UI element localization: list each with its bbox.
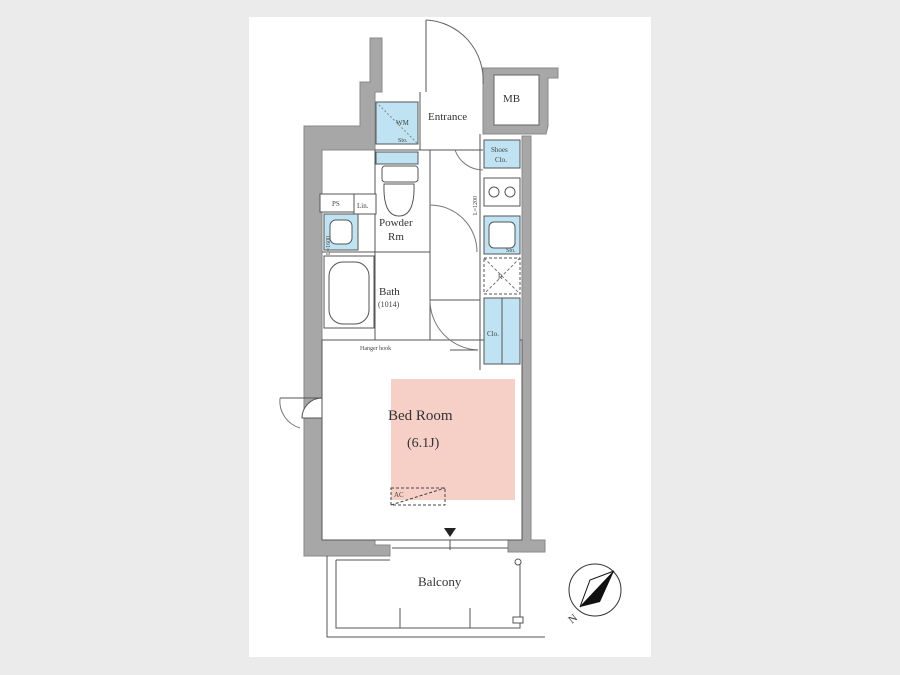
- label-sto-2: Sto.: [506, 248, 516, 254]
- label-bath-size: (1014): [378, 300, 400, 309]
- label-powder-2: Rm: [388, 231, 404, 243]
- label-shoes-2: Clo.: [495, 156, 507, 164]
- label-shoes-1: Shoes: [491, 146, 508, 154]
- label-ceiling-note: L=1200: [473, 196, 479, 215]
- bedroom-area: [391, 379, 515, 500]
- label-ac: AC: [394, 491, 404, 499]
- label-r: R: [498, 273, 503, 281]
- floor-plan-sheet: MB Entrance WM Sto. Shoes Clo. PS Lin. P…: [249, 17, 651, 657]
- label-bath: Bath: [379, 286, 400, 298]
- label-bedroom: Bed Room: [388, 408, 453, 424]
- label-clo: Clo.: [487, 330, 499, 338]
- label-powder-1: Powder: [379, 217, 413, 229]
- label-sto: Sto.: [398, 138, 408, 144]
- label-wm: WM: [396, 119, 410, 127]
- label-mb: MB: [503, 93, 520, 105]
- label-lin: Lin.: [357, 202, 369, 210]
- ac-unit: [390, 487, 446, 506]
- label-bedroom-size: (6.1J): [407, 436, 440, 451]
- floor-plan: MB Entrance WM Sto. Shoes Clo. PS Lin. P…: [279, 19, 622, 638]
- label-ceiling-note-2: L=1600: [326, 236, 332, 255]
- label-ps: PS: [332, 200, 340, 208]
- label-entrance: Entrance: [428, 111, 467, 123]
- mb-inner: [493, 74, 540, 126]
- label-balcony: Balcony: [418, 574, 462, 589]
- entry-marker: [444, 528, 456, 537]
- balcony-outline: [326, 556, 545, 638]
- compass-icon: N: [566, 563, 622, 626]
- shoes-closet: [483, 139, 521, 169]
- label-hanger: Hanger hook: [360, 346, 391, 352]
- compass-north-label: N: [566, 612, 580, 626]
